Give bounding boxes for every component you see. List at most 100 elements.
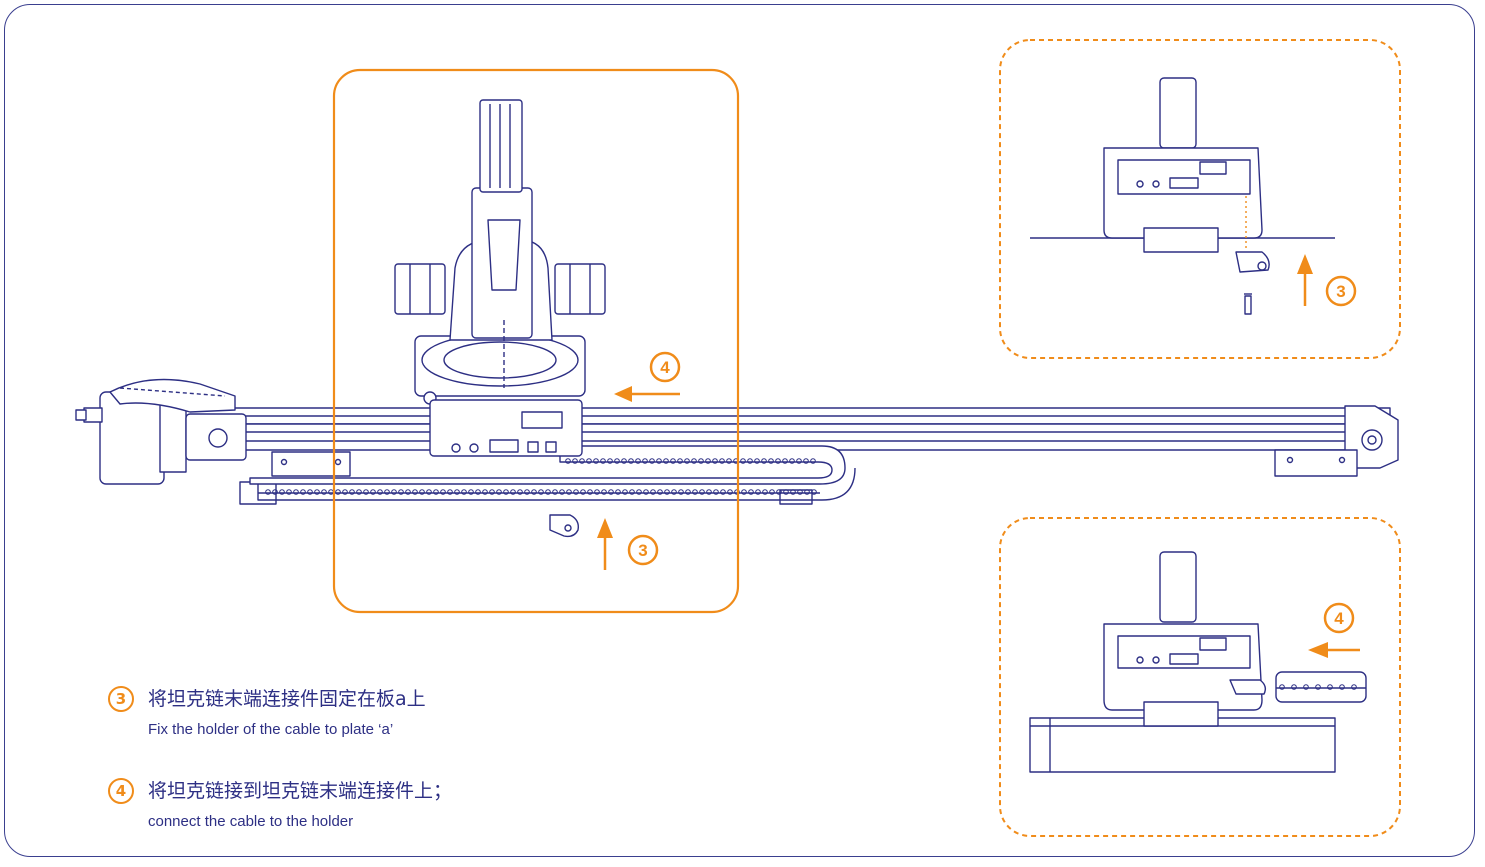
chain-rivet [691, 458, 697, 464]
chain-rivet [593, 458, 599, 464]
chain-rivet [629, 489, 635, 495]
chain-rivet [664, 489, 670, 495]
chain-rivet [496, 489, 502, 495]
chain-rivet [713, 489, 719, 495]
instruction-cn: 将坦克链接到坦克链末端连接件上； [148, 780, 453, 802]
chain-rivet [804, 489, 810, 495]
chain-rivet [782, 458, 788, 464]
chain-rivet [776, 489, 782, 495]
chain-rivet [607, 458, 613, 464]
chain-rivet [489, 489, 495, 495]
chain-rivet [761, 458, 767, 464]
chain-rivet [565, 458, 571, 464]
chain-rivet [531, 489, 537, 495]
chain-rivet [747, 458, 753, 464]
chain-rivet [810, 458, 816, 464]
chain-rivet [391, 489, 397, 495]
chain-rivet [1279, 684, 1285, 690]
arrow-up-icon [1297, 254, 1313, 306]
chain-rivet [769, 489, 775, 495]
chain-rivet [1339, 684, 1345, 690]
chain-rivet [1303, 684, 1309, 690]
chain-rivet [475, 489, 481, 495]
chain-rivet [377, 489, 383, 495]
chain-rivet [580, 489, 586, 495]
chain-rivet [384, 489, 390, 495]
chain-rivet [587, 489, 593, 495]
highlight-box [332, 68, 740, 614]
chain-rivet [405, 489, 411, 495]
chain-rivet [566, 489, 572, 495]
chain-rivet [601, 489, 607, 495]
inset-bottom-illustration [1029, 551, 1367, 773]
chain-rivet [538, 489, 544, 495]
chain-rivet [712, 458, 718, 464]
chain-rivet [635, 458, 641, 464]
svg-text:4: 4 [1334, 609, 1344, 628]
chain-rivet [300, 489, 306, 495]
chain-rivet [579, 458, 585, 464]
legend-item: 4 将坦克链接到坦克链末端连接件上； connect the cable to … [108, 778, 452, 833]
chain-rivet [342, 489, 348, 495]
chain-rivet [622, 489, 628, 495]
chain-rivet [650, 489, 656, 495]
screw-icon [1244, 293, 1252, 315]
chain-rivet [335, 489, 341, 495]
arrow-left-icon [614, 386, 680, 402]
chain-rivet [426, 489, 432, 495]
instruction-en: Fix the holder of the cable to plate ‘a’ [148, 721, 394, 738]
chain-rivet [559, 489, 565, 495]
chain-rivet [468, 489, 474, 495]
chain-rivet [314, 489, 320, 495]
chain-rivet [699, 489, 705, 495]
chain-rivet [684, 458, 690, 464]
instruction-en: connect the cable to the holder [148, 813, 354, 830]
inset-top-frame [999, 39, 1401, 359]
svg-text:3: 3 [638, 541, 647, 560]
chain-rivet [692, 489, 698, 495]
chain-rivet [670, 458, 676, 464]
chain-rivet [1327, 684, 1333, 690]
page-frame [4, 4, 1475, 857]
chain-rivet [754, 458, 760, 464]
chain-rivet [775, 458, 781, 464]
chain-rivet [726, 458, 732, 464]
chain-rivet [768, 458, 774, 464]
chain-rivet [307, 489, 313, 495]
instruction-cn: 将坦克链末端连接件固定在板a上 [148, 688, 426, 710]
chain-rivet [594, 489, 600, 495]
legend-item: 3 将坦克链末端连接件固定在板a上 Fix the holder of the … [108, 686, 426, 741]
chain-rivet [740, 458, 746, 464]
chain-rivet [447, 489, 453, 495]
chain-rivet [621, 458, 627, 464]
chain-rivet [727, 489, 733, 495]
chain-rivet [440, 489, 446, 495]
chain-rivet [524, 489, 530, 495]
chain-rivet [433, 489, 439, 495]
chain-rivet [552, 489, 558, 495]
chain-rivet [705, 458, 711, 464]
step-number: 3 [108, 686, 134, 712]
chain-rivet [600, 458, 606, 464]
chain-rivet [419, 489, 425, 495]
chain-rivet [677, 458, 683, 464]
chain-rivet [265, 489, 271, 495]
step-number: 4 [108, 778, 134, 804]
chain-rivet [286, 489, 292, 495]
chain-rivet [517, 489, 523, 495]
chain-rivet [649, 458, 655, 464]
chain-rivet [608, 489, 614, 495]
chain-rivet [510, 489, 516, 495]
chain-rivet [685, 489, 691, 495]
step-4-callout: 4 [649, 351, 681, 383]
chain-rivet [789, 458, 795, 464]
chain-rivet [663, 458, 669, 464]
chain-rivet [356, 489, 362, 495]
chain-rivet [656, 458, 662, 464]
linear-rail-illustration [75, 378, 1399, 505]
arrow-up-icon [597, 518, 613, 570]
chain-rivet [503, 489, 509, 495]
chain-rivet [272, 489, 278, 495]
robot-arm-illustration [394, 99, 606, 457]
chain-rivet [643, 489, 649, 495]
